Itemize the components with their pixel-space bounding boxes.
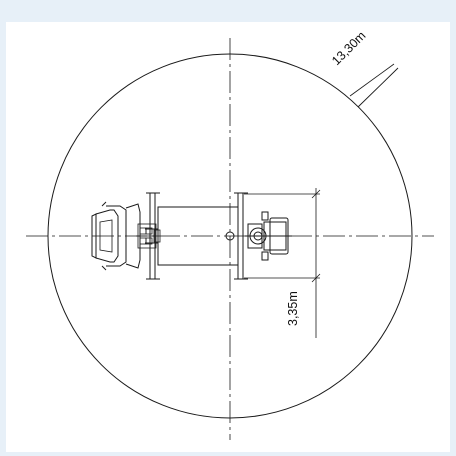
crane-vehicle [91, 192, 292, 280]
drawing-sheet [6, 22, 450, 452]
width-tick-top [311, 189, 321, 199]
radius-dimension-leader [349, 63, 395, 97]
front-machinery [136, 223, 161, 249]
crane-width-label: 3,35m [286, 291, 300, 326]
slewing-centre [225, 231, 235, 241]
radius-dimension-line [357, 67, 399, 108]
superstructure [245, 211, 292, 261]
width-tick-bottom [311, 273, 321, 283]
